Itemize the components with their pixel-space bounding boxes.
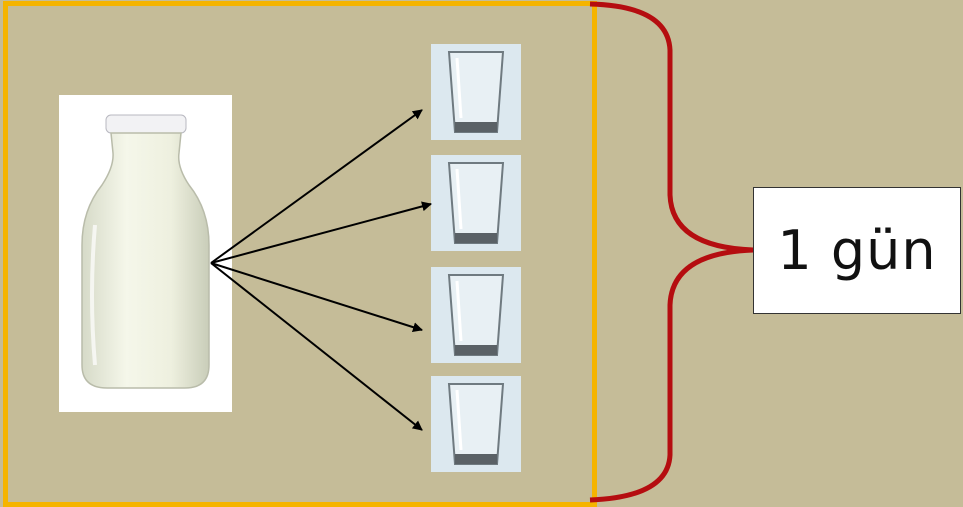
- arrow-to-glass-1: [210, 109, 423, 264]
- curly-brace: [589, 1, 754, 503]
- glass-icon: [431, 267, 521, 363]
- glass-icon: [431, 44, 521, 140]
- arrow-to-glass-3: [210, 262, 423, 333]
- glass-icon: [431, 376, 521, 472]
- glass-icon: [431, 155, 521, 251]
- milk-bottle-icon: [59, 95, 232, 412]
- duration-label: 1 gün: [777, 219, 937, 282]
- group-frame: [3, 1, 597, 507]
- arrow-to-glass-2: [210, 201, 432, 264]
- arrow-to-glass-4: [210, 262, 423, 431]
- duration-label-box: 1 gün: [753, 187, 961, 314]
